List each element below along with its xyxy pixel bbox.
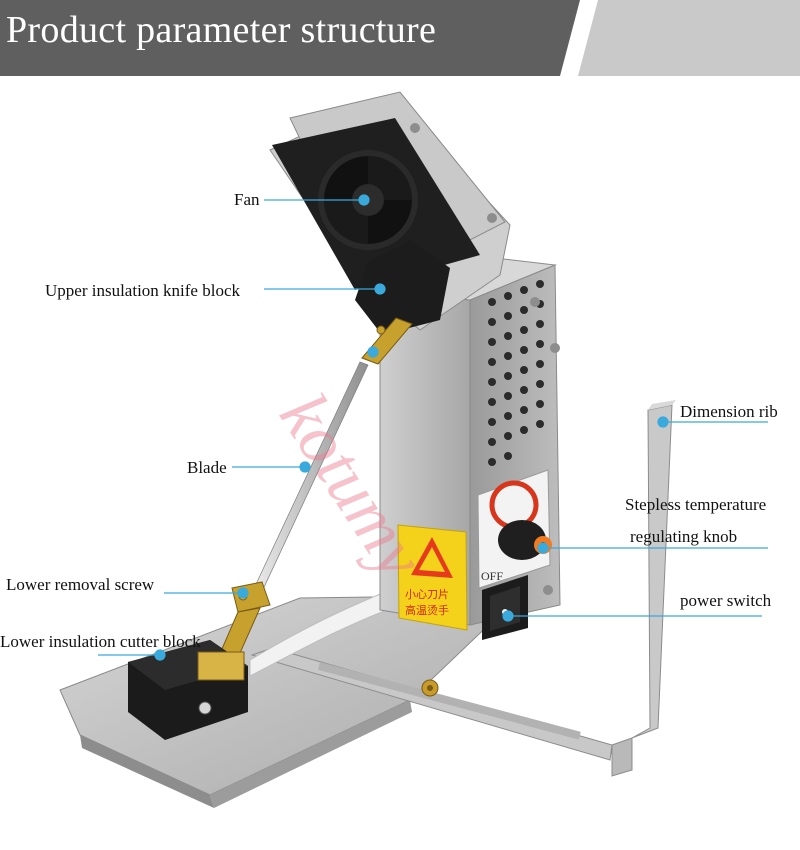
page-title: Product parameter structure bbox=[6, 9, 437, 51]
label-blade: Blade bbox=[187, 458, 227, 477]
off-text: OFF bbox=[481, 569, 503, 583]
upper-knife-block bbox=[355, 240, 450, 335]
label-knob-line1: Stepless temperature bbox=[625, 495, 767, 514]
base-plate-edge bbox=[80, 735, 214, 808]
power-switch-body bbox=[482, 575, 528, 640]
header-banner bbox=[0, 0, 800, 76]
label-power-switch: power switch bbox=[680, 591, 772, 610]
temperature-knob-icon bbox=[498, 520, 546, 560]
dimension-rib bbox=[250, 400, 676, 777]
lower-cutter-block bbox=[128, 640, 248, 740]
cable bbox=[249, 587, 401, 677]
label-knob-line2: regulating knob bbox=[630, 527, 738, 546]
label-upper-insulation-knife-block: Upper insulation knife block bbox=[45, 281, 240, 300]
banner-dark-band bbox=[0, 0, 580, 76]
label-fan: Fan bbox=[234, 190, 260, 209]
label-lower-removal-screw: Lower removal screw bbox=[6, 575, 155, 594]
label-dimension-rib: Dimension rib bbox=[680, 402, 778, 421]
banner-light-band bbox=[578, 0, 800, 76]
base-plate-edge-right bbox=[210, 700, 412, 808]
callouts bbox=[98, 194, 768, 661]
warning-text-line1: 小心刀片 bbox=[405, 588, 449, 601]
warning-sticker: 小心刀片 高温烫手 bbox=[397, 524, 468, 631]
rocker-switch-icon bbox=[490, 586, 520, 631]
label-lower-insulation-cutter-block: Lower insulation cutter block bbox=[0, 632, 201, 651]
warning-text-line2: 高温烫手 bbox=[405, 603, 449, 617]
